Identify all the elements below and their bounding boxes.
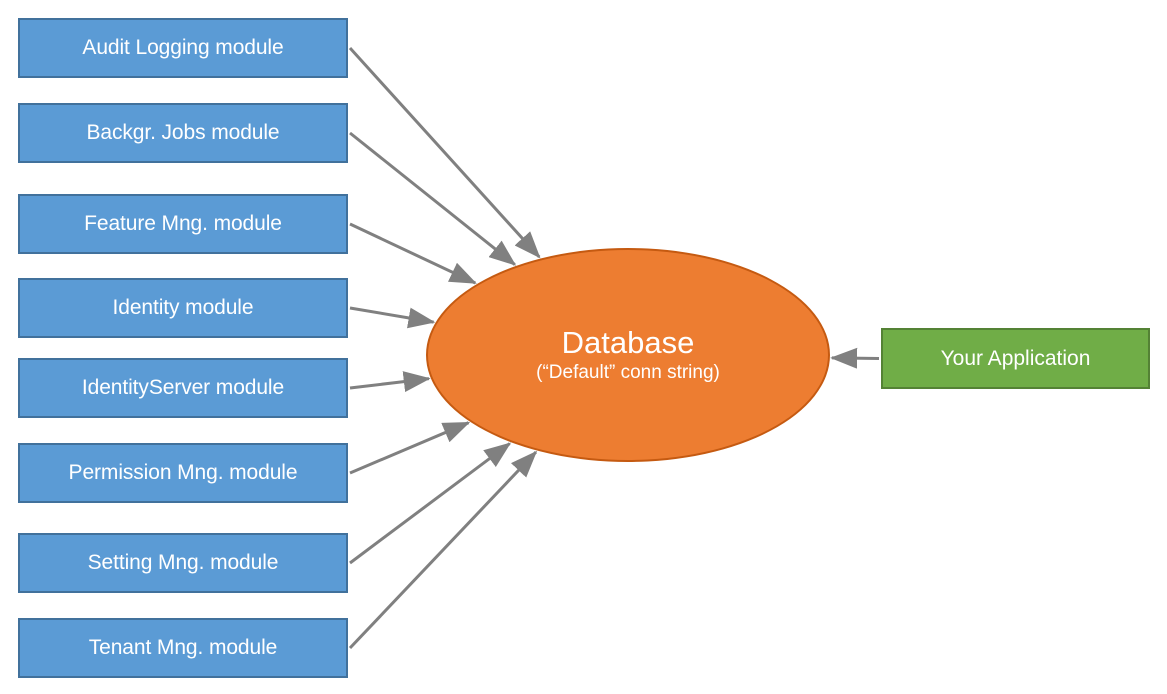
module-box-feature-management[interactable]: Feature Mng. module [18, 194, 348, 254]
connector-arrow [349, 222, 477, 285]
application-label: Your Application [940, 346, 1091, 370]
connector-arrow [348, 450, 538, 650]
module-label: Identity module [112, 296, 254, 319]
module-box-tenant-management[interactable]: Tenant Mng. module [18, 618, 348, 678]
module-label: Feature Mng. module [84, 212, 282, 235]
module-label: IdentityServer module [81, 376, 285, 399]
module-box-setting-management[interactable]: Setting Mng. module [18, 533, 348, 593]
database-node[interactable]: Database (“Default” conn string) [426, 248, 830, 462]
module-box-identity[interactable]: Identity module [18, 278, 348, 338]
module-label: Audit Logging module [82, 36, 284, 59]
connector-arrow [348, 46, 541, 259]
connector-arrow [349, 371, 431, 393]
module-box-audit-logging[interactable]: Audit Logging module [18, 18, 348, 78]
module-label: Setting Mng. module [87, 551, 279, 574]
module-label: Backgr. Jobs module [86, 121, 280, 144]
connector-arrow [349, 306, 436, 329]
module-label: Tenant Mng. module [88, 636, 278, 659]
module-box-identityserver[interactable]: IdentityServer module [18, 358, 348, 418]
connector-arrow [349, 442, 512, 565]
database-title: Database [561, 324, 695, 360]
module-box-background-jobs[interactable]: Backgr. Jobs module [18, 103, 348, 163]
module-box-permission-management[interactable]: Permission Mng. module [18, 443, 348, 503]
connector-arrow [349, 421, 471, 475]
application-node[interactable]: Your Application [881, 328, 1150, 389]
connector-arrow [349, 131, 517, 266]
connector-arrow-application [830, 347, 880, 369]
module-label: Permission Mng. module [68, 461, 298, 484]
database-subtitle: (“Default” conn string) [536, 361, 720, 383]
